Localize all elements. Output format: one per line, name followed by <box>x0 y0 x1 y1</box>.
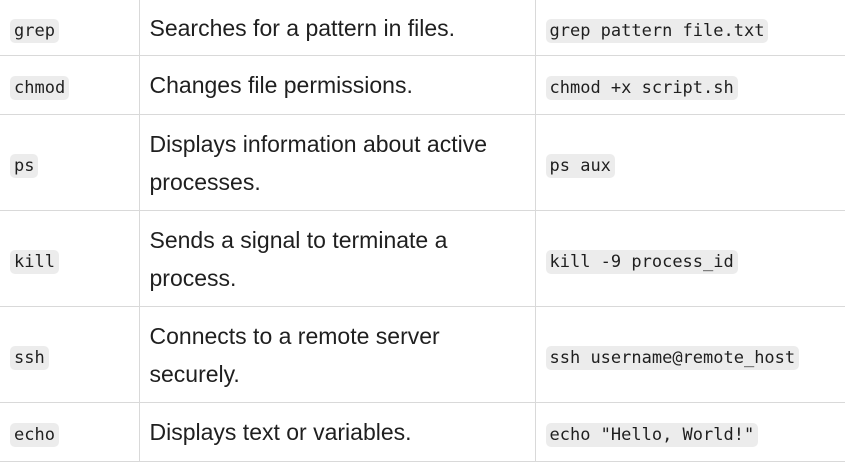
example-code: ps aux <box>545 153 615 178</box>
command-cell: ssh <box>0 306 140 403</box>
example-cell: kill -9 process_id <box>534 210 845 307</box>
description-cell: Displays information about active proces… <box>138 114 536 211</box>
table-row: echo Displays text or variables. echo "H… <box>0 402 845 462</box>
command-code: grep <box>10 18 59 43</box>
example-cell: grep pattern file.txt <box>534 0 845 56</box>
command-code: echo <box>10 423 59 447</box>
example-code: ssh username@remote_host <box>545 345 800 370</box>
example-cell: echo "Hello, World!" <box>534 402 845 462</box>
example-code: grep pattern file.txt <box>545 18 769 43</box>
description-cell: Connects to a remote server securely. <box>138 306 536 403</box>
command-code: kill <box>10 249 59 274</box>
example-cell: ssh username@remote_host <box>534 306 845 403</box>
description-cell: Displays text or variables. <box>138 402 536 462</box>
example-cell: ps aux <box>534 114 845 211</box>
table-row: ssh Connects to a remote server securely… <box>0 306 845 403</box>
table-row: ps Displays information about active pro… <box>0 114 845 211</box>
command-code: ps <box>10 153 39 178</box>
command-cell: echo <box>0 402 140 462</box>
example-code: chmod +x script.sh <box>545 76 738 100</box>
description-cell: Sends a signal to terminate a process. <box>138 210 536 307</box>
example-code: kill -9 process_id <box>545 249 738 274</box>
command-cell: grep <box>0 0 140 56</box>
command-code: ssh <box>10 345 49 370</box>
table-row: chmod Changes file permissions. chmod +x… <box>0 55 845 115</box>
example-cell: chmod +x script.sh <box>534 55 845 115</box>
command-cell: chmod <box>0 55 140 115</box>
command-cell: kill <box>0 210 140 307</box>
table-row: grep Searches for a pattern in files. gr… <box>0 0 845 56</box>
example-code: echo "Hello, World!" <box>545 423 759 447</box>
command-cell: ps <box>0 114 140 211</box>
command-code: chmod <box>10 76 70 100</box>
description-cell: Searches for a pattern in files. <box>138 0 536 56</box>
description-cell: Changes file permissions. <box>138 55 536 115</box>
table-row: kill Sends a signal to terminate a proce… <box>0 210 845 307</box>
